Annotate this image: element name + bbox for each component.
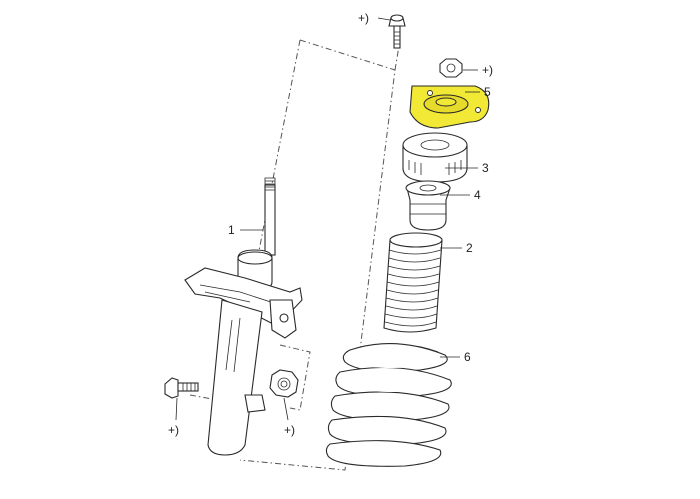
fastener-mark-top-bolt: +) <box>358 11 369 25</box>
bearing-seat <box>402 132 468 183</box>
top-nut-icon <box>439 58 463 78</box>
callout-2: 2 <box>466 241 473 255</box>
fastener-mark-lower-nut: +) <box>284 423 295 437</box>
strut-assembly <box>184 177 303 456</box>
fastener-mark-top-nut: +) <box>482 63 493 77</box>
coil-spring <box>325 343 452 467</box>
lower-nut-icon <box>269 369 299 398</box>
callout-3: 3 <box>482 161 489 175</box>
callout-5: 5 <box>484 85 491 99</box>
fastener-mark-lower-bolt: +) <box>168 423 179 437</box>
callout-6: 6 <box>464 350 471 364</box>
callout-4: 4 <box>474 188 481 202</box>
leader-lines <box>175 17 480 421</box>
callout-labels: 1 2 3 4 5 6 +) +) +) +) <box>168 11 493 437</box>
bump-stop <box>405 180 451 231</box>
top-mount-highlighted <box>409 85 490 129</box>
lower-bolt-icon <box>164 377 199 399</box>
callout-1: 1 <box>228 223 235 237</box>
dust-boot <box>383 232 443 333</box>
top-bolt-icon <box>388 14 406 49</box>
